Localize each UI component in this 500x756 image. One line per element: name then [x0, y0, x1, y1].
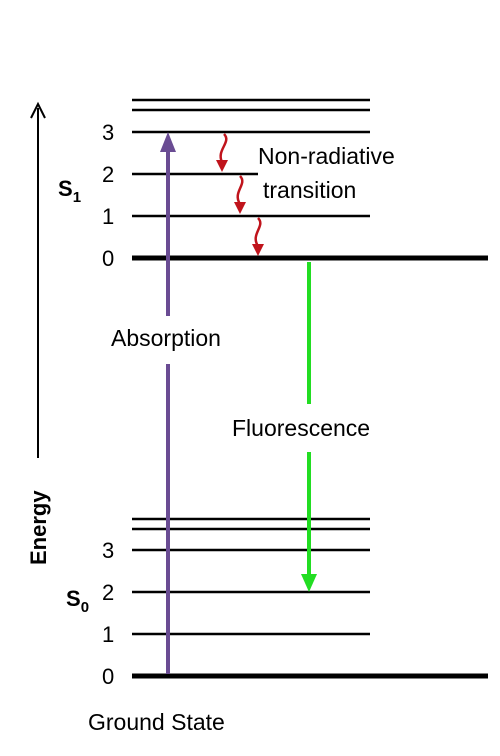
s1-state-label: S1	[58, 176, 81, 206]
non-radiative-arrow-1	[219, 133, 228, 163]
s1-level-3-number: 3	[102, 120, 114, 145]
non-radiative-arrow-2	[236, 175, 244, 205]
absorption-label: Absorption	[111, 325, 221, 351]
fluorescence-label: Fluorescence	[232, 415, 370, 441]
s0-state-label: S0	[66, 586, 89, 616]
s0-level-2-number: 2	[102, 580, 114, 605]
non-radiative-arrowhead-2	[234, 202, 246, 214]
non-radiative-label-line1: Non-radiative	[258, 143, 395, 169]
s1-level-1-number: 1	[102, 204, 114, 229]
energy-axis-arrowhead	[30, 101, 46, 119]
non-radiative-arrowhead-1	[216, 160, 228, 172]
fluorescence-arrowhead	[301, 574, 317, 592]
s1-level-0-number: 0	[102, 246, 114, 271]
non-radiative-label-line2: transition	[263, 177, 356, 203]
s1-level-2-number: 2	[102, 162, 114, 187]
absorption-arrowhead	[160, 132, 176, 152]
s0-level-0-number: 0	[102, 664, 114, 689]
s0-level-1-number: 1	[102, 622, 114, 647]
energy-axis-label: Energy	[26, 490, 51, 565]
s0-level-3-number: 3	[102, 538, 114, 563]
non-radiative-arrowhead-3	[252, 244, 264, 256]
ground-state-label: Ground State	[88, 709, 225, 735]
non-radiative-arrow-3	[254, 217, 262, 247]
